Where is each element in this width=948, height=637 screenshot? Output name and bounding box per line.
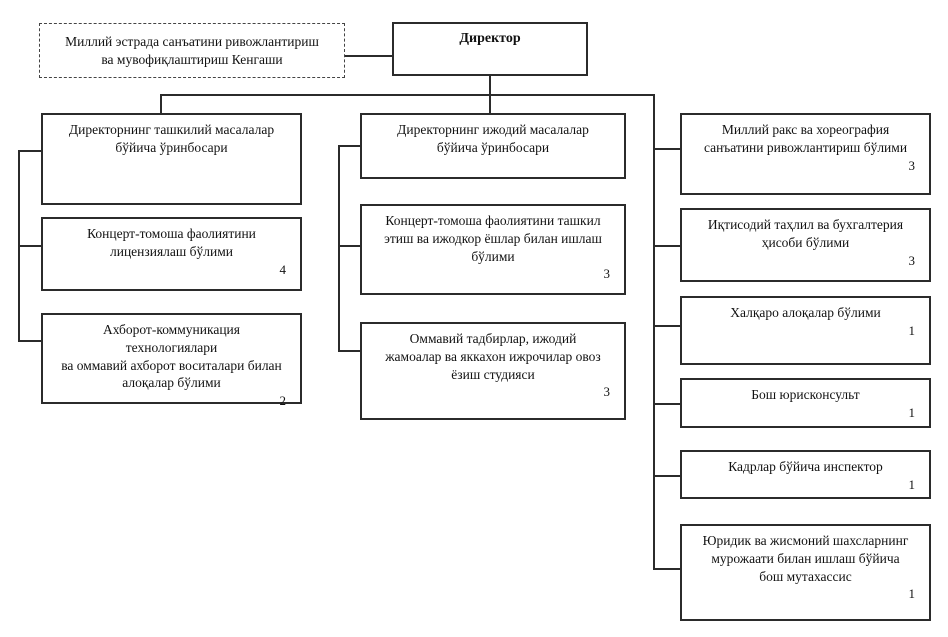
connector-right-1 — [653, 148, 680, 150]
connector-left-2 — [18, 245, 41, 247]
connector-middle-1 — [338, 145, 360, 147]
staff-count: 1 — [908, 476, 916, 492]
deputy-organizational-box: Директорнинг ташкилий масалалар бўйича ў… — [41, 113, 302, 205]
connector-middle-column-vertical — [338, 145, 340, 352]
connector-main-horizontal — [160, 94, 655, 96]
connector-right-column-vertical — [653, 94, 655, 570]
staff-count: 3 — [603, 266, 611, 282]
concert-youth-unit-box: Концерт-томоша фаолиятини ташкил этиш ва… — [360, 204, 626, 295]
connector-left-1 — [18, 150, 41, 152]
dance-choreography-unit-box: Миллий ракс ва хореография санъатини рив… — [680, 113, 931, 195]
connector-left-3 — [18, 340, 41, 342]
connector-right-2 — [653, 245, 680, 247]
staff-count: 3 — [908, 157, 916, 173]
staff-count: 3 — [603, 384, 611, 400]
director-label: Директор — [459, 31, 521, 46]
appeals-specialist-label: Юридик ва жисмоний шахсларнинг мурожаати… — [702, 533, 909, 584]
international-relations-unit-label: Халқаро алоқалар бўлими — [730, 305, 881, 320]
connector-right-3 — [653, 325, 680, 327]
connector-drop-left-column — [160, 94, 162, 113]
council-label: Миллий эстрада санъатини ривожлантириш в… — [65, 33, 319, 67]
concert-youth-unit-label: Концерт-томоша фаолиятини ташкил этиш ва… — [384, 213, 602, 264]
staff-count: 3 — [908, 252, 916, 268]
dance-choreography-unit-label: Миллий ракс ва хореография санъатини рив… — [703, 122, 908, 155]
ict-media-unit-box: Ахборот-коммуникация технологиялари ва о… — [41, 313, 302, 408]
international-relations-unit-box: Халқаро алоқалар бўлими 1 — [680, 296, 931, 365]
recording-studio-label: Оммавий тадбирлар, ижодий жамоалар ва як… — [385, 331, 601, 382]
licensing-unit-box: Концерт-томоша фаолиятини лицензиялаш бў… — [41, 217, 302, 291]
deputy-creative-label: Директорнинг ижодий масалалар бўйича ўри… — [397, 122, 589, 155]
ict-media-unit-label: Ахборот-коммуникация технологиялари ва о… — [61, 322, 282, 391]
staff-count: 2 — [279, 393, 287, 409]
hr-inspector-label: Кадрлар бўйича инспектор — [728, 459, 883, 474]
connector-middle-3 — [338, 350, 360, 352]
connector-right-5 — [653, 475, 680, 477]
deputy-creative-box: Директорнинг ижодий масалалар бўйича ўри… — [360, 113, 626, 179]
appeals-specialist-box: Юридик ва жисмоний шахсларнинг мурожаати… — [680, 524, 931, 621]
council-box: Миллий эстрада санъатини ривожлантириш в… — [39, 23, 345, 78]
deputy-organizational-label: Директорнинг ташкилий масалалар бўйича ў… — [68, 122, 275, 155]
connector-right-6 — [653, 568, 680, 570]
connector-middle-2 — [338, 245, 360, 247]
staff-count: 1 — [908, 586, 916, 602]
chief-legal-counsel-box: Бош юрисконсульт 1 — [680, 378, 931, 428]
staff-count: 1 — [908, 404, 916, 420]
economic-accounting-unit-label: Иқтисодий таҳлил ва бухгалтерия ҳисоби б… — [707, 217, 904, 250]
chief-legal-counsel-label: Бош юрисконсульт — [751, 387, 860, 402]
hr-inspector-box: Кадрлар бўйича инспектор 1 — [680, 450, 931, 499]
recording-studio-box: Оммавий тадбирлар, ижодий жамоалар ва як… — [360, 322, 626, 420]
staff-count: 4 — [279, 261, 287, 277]
director-box: Директор — [392, 22, 588, 76]
connector-right-4 — [653, 403, 680, 405]
licensing-unit-label: Концерт-томоша фаолиятини лицензиялаш бў… — [87, 226, 256, 259]
economic-accounting-unit-box: Иқтисодий таҳлил ва бухгалтерия ҳисоби б… — [680, 208, 931, 282]
staff-count: 1 — [908, 322, 916, 338]
connector-council-director — [345, 55, 392, 57]
